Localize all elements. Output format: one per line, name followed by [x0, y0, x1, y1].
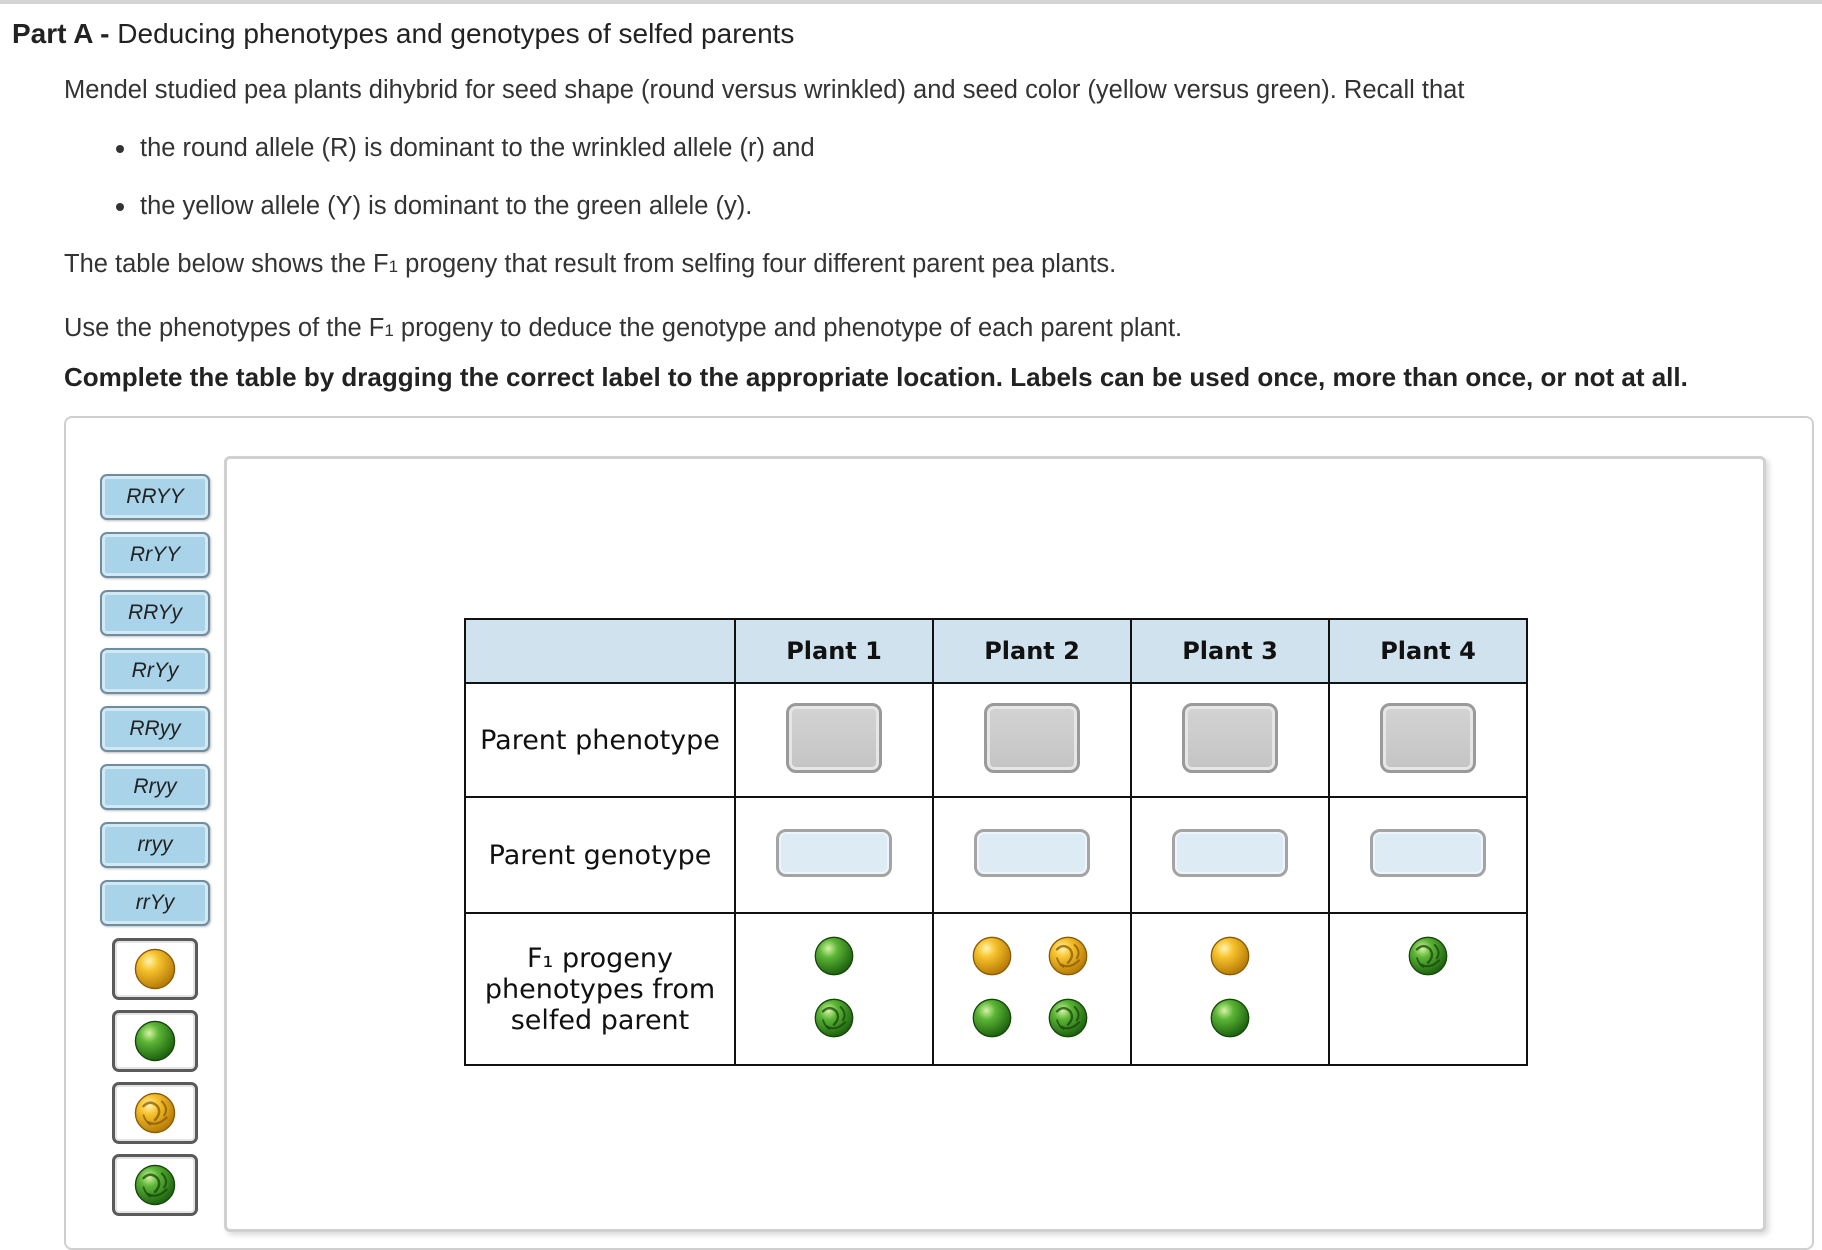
- phenotype-label-green-wrinkled-pea[interactable]: [112, 1154, 198, 1216]
- bullet-text: the round allele (R) is dominant to the …: [140, 134, 815, 162]
- row-label-line: phenotypes from: [484, 973, 716, 1005]
- table-description: The table below shows the F1 progeny tha…: [64, 250, 1116, 279]
- cell-genotype-plant-4: [1328, 796, 1528, 914]
- bullet-dot: [116, 145, 124, 153]
- cell-genotype-plant-3: [1130, 796, 1330, 914]
- genotype-label-rryy[interactable]: rryy: [100, 822, 210, 868]
- header-plant-3: Plant 3: [1130, 618, 1330, 684]
- cell-genotype-plant-2: [932, 796, 1132, 914]
- phenotype-label-green-round-pea[interactable]: [112, 1010, 198, 1072]
- green-round-pea-icon: [814, 936, 854, 976]
- cell-phenotype-plant-3: [1130, 682, 1330, 798]
- drop-target-phenotype-plant-2[interactable]: [984, 703, 1080, 773]
- green-round-pea-icon: [134, 1020, 176, 1062]
- drop-target-genotype-plant-3[interactable]: [1172, 829, 1288, 877]
- cell-progeny-plant-3: [1130, 912, 1330, 1066]
- text: progeny to deduce the genotype and pheno…: [393, 314, 1183, 342]
- bullet-yellow-allele: the yellow allele (Y) is dominant to the…: [116, 192, 752, 221]
- row-label-line: F₁ progeny: [527, 942, 673, 974]
- genotype-label-RRyy[interactable]: RRyy: [100, 706, 210, 752]
- text: The table below shows the F: [64, 250, 389, 278]
- intro-paragraph: Mendel studied pea plants dihybrid for s…: [64, 76, 1465, 104]
- top-rule: [0, 0, 1822, 4]
- part-title: Part A - Deducing phenotypes and genotyp…: [12, 18, 794, 50]
- cell-genotype-plant-1: [734, 796, 934, 914]
- row-label-parent-phenotype: Parent phenotype: [464, 682, 736, 798]
- bullet-text: the yellow allele (Y) is dominant to the…: [140, 192, 753, 220]
- genotype-label-Rryy[interactable]: Rryy: [100, 764, 210, 810]
- bullet-dot: [116, 203, 124, 211]
- yellow-round-pea-icon: [1210, 936, 1250, 976]
- phenotype-label-yellow-wrinkled-pea[interactable]: [112, 1082, 198, 1144]
- green-round-pea-icon: [1210, 998, 1250, 1038]
- green-wrinkled-pea-icon: [814, 998, 854, 1038]
- progeny-peas-plant-3: [1132, 914, 1328, 1064]
- yellow-round-pea-icon: [972, 936, 1012, 976]
- bullet-round-allele: the round allele (R) is dominant to the …: [116, 134, 815, 163]
- drop-target-genotype-plant-1[interactable]: [776, 829, 892, 877]
- cell-phenotype-plant-1: [734, 682, 934, 798]
- genotype-label-RRYy[interactable]: RRYy: [100, 590, 210, 636]
- drop-target-genotype-plant-2[interactable]: [974, 829, 1090, 877]
- drop-target-genotype-plant-4[interactable]: [1370, 829, 1486, 877]
- parent-table: Plant 1 Plant 2 Plant 3 Plant 4 Parent p…: [464, 618, 1528, 1066]
- cell-phenotype-plant-4: [1328, 682, 1528, 798]
- green-round-pea-icon: [972, 998, 1012, 1038]
- instruction: Complete the table by dragging the corre…: [64, 362, 1688, 392]
- drop-target-phenotype-plant-4[interactable]: [1380, 703, 1476, 773]
- progeny-peas-plant-2: [934, 914, 1130, 1064]
- subscript: 1: [388, 257, 399, 276]
- header-corner: [464, 618, 736, 684]
- green-wrinkled-pea-icon: [1408, 936, 1448, 976]
- header-plant-2: Plant 2: [932, 618, 1132, 684]
- subscript: 1: [384, 321, 394, 340]
- genotype-label-rrYy[interactable]: rrYy: [100, 880, 210, 926]
- drop-target-phenotype-plant-3[interactable]: [1182, 703, 1278, 773]
- text: Use the phenotypes of the F: [64, 314, 385, 342]
- header-plant-4: Plant 4: [1328, 618, 1528, 684]
- part-title-text: Deducing phenotypes and genotypes of sel…: [117, 18, 795, 49]
- progeny-peas-plant-1: [736, 914, 932, 1064]
- row-label-f1-progeny: F₁ progeny phenotypes from selfed parent: [464, 912, 736, 1066]
- yellow-wrinkled-pea-icon: [134, 1092, 176, 1134]
- green-wrinkled-pea-icon: [1048, 998, 1088, 1038]
- text: progeny that result from selfing four di…: [398, 250, 1117, 278]
- phenotype-label-yellow-round-pea[interactable]: [112, 938, 198, 1000]
- genotype-label-RRYY[interactable]: RRYY: [100, 474, 210, 520]
- genotype-label-RrYY[interactable]: RrYY: [100, 532, 210, 578]
- drop-target-phenotype-plant-1[interactable]: [786, 703, 882, 773]
- genotype-label-RrYy[interactable]: RrYy: [100, 648, 210, 694]
- progeny-peas-plant-4: [1330, 914, 1526, 1064]
- task-description: Use the phenotypes of the F1 progeny to …: [64, 314, 1182, 343]
- row-label-line: selfed parent: [510, 1004, 690, 1036]
- yellow-wrinkled-pea-icon: [1048, 936, 1088, 976]
- cell-progeny-plant-2: [932, 912, 1132, 1066]
- row-label-parent-genotype: Parent genotype: [464, 796, 736, 914]
- header-plant-1: Plant 1: [734, 618, 934, 684]
- cell-phenotype-plant-2: [932, 682, 1132, 798]
- green-wrinkled-pea-icon: [134, 1164, 176, 1206]
- part-label: Part A -: [12, 18, 110, 49]
- yellow-round-pea-icon: [134, 948, 176, 990]
- cell-progeny-plant-1: [734, 912, 934, 1066]
- cell-progeny-plant-4: [1328, 912, 1528, 1066]
